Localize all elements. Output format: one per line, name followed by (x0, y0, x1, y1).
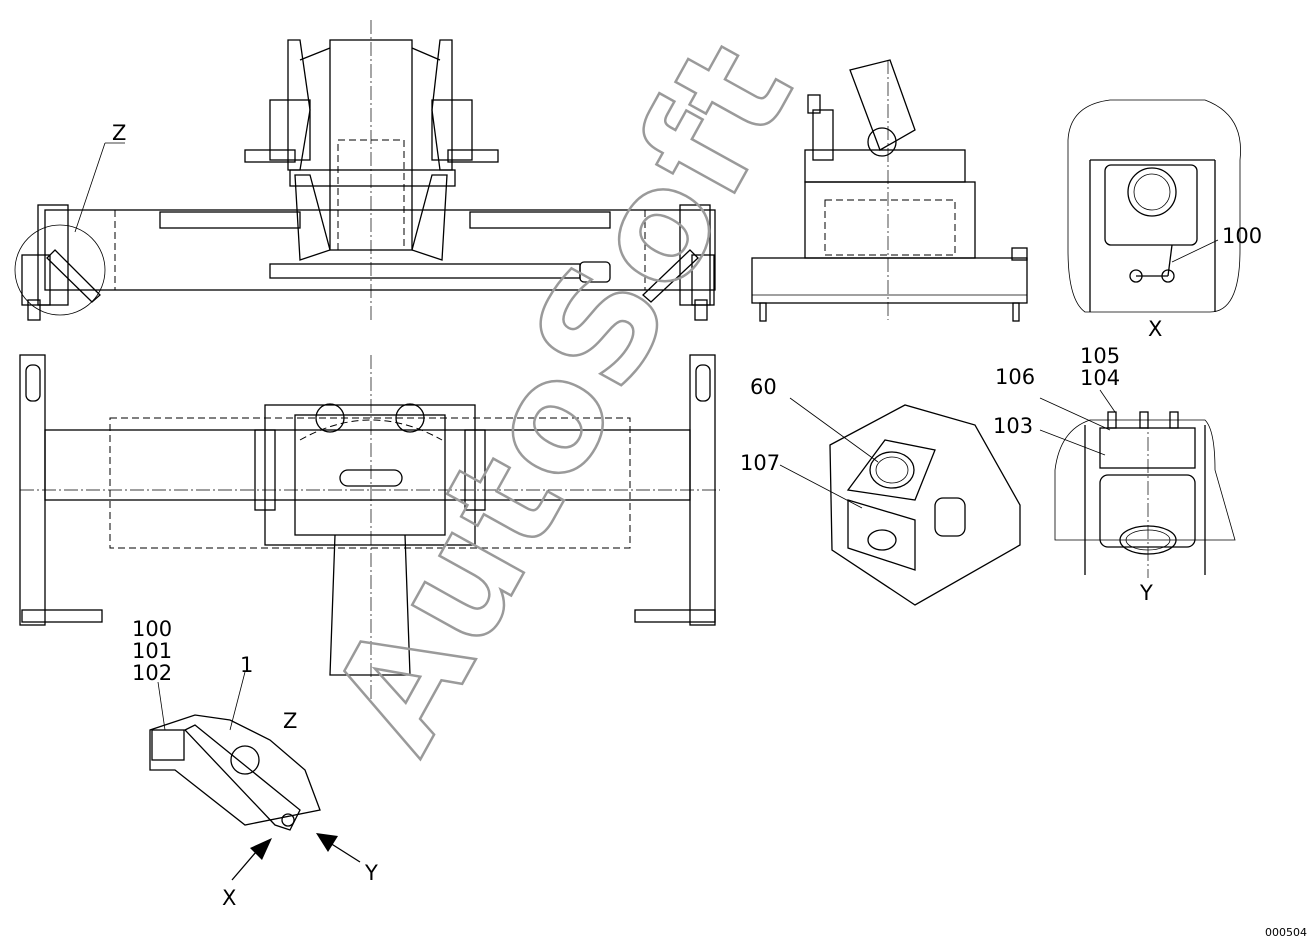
part-104-label: 104 (1080, 366, 1120, 390)
drawing-code: 000504 (1265, 926, 1307, 938)
side-view (751, 59, 1028, 322)
part-1-label: 1 (240, 653, 253, 677)
part-106-label: 106 (995, 365, 1035, 389)
arrow-x-label: X (222, 886, 236, 910)
detail-60-107 (779, 397, 1021, 606)
arrow-y-label: Y (364, 861, 378, 885)
part-101-label: 101 (132, 639, 172, 663)
view-z-label-detail: Z (283, 709, 297, 733)
view-z-label-top: Z (112, 121, 126, 145)
view-y-label: Y (1139, 581, 1153, 605)
view-labels: Z Z X Y X Y (112, 121, 1162, 910)
part-number-labels: 1 60 100 100 101 102 103 104 105 106 107 (132, 224, 1262, 685)
detail-z (149, 671, 361, 881)
view-y (1039, 389, 1236, 578)
part-60-label: 60 (750, 375, 777, 399)
part-107-label: 107 (740, 451, 780, 475)
part-105-label: 105 (1080, 344, 1120, 368)
part-103-label: 103 (993, 414, 1033, 438)
view-x (1067, 99, 1241, 313)
part-100-label-x: 100 (1222, 224, 1262, 248)
view-x-label: X (1148, 317, 1162, 341)
plan-view (19, 354, 720, 700)
top-elevation-view (14, 20, 716, 321)
part-102-label: 102 (132, 661, 172, 685)
part-100-label: 100 (132, 617, 172, 641)
